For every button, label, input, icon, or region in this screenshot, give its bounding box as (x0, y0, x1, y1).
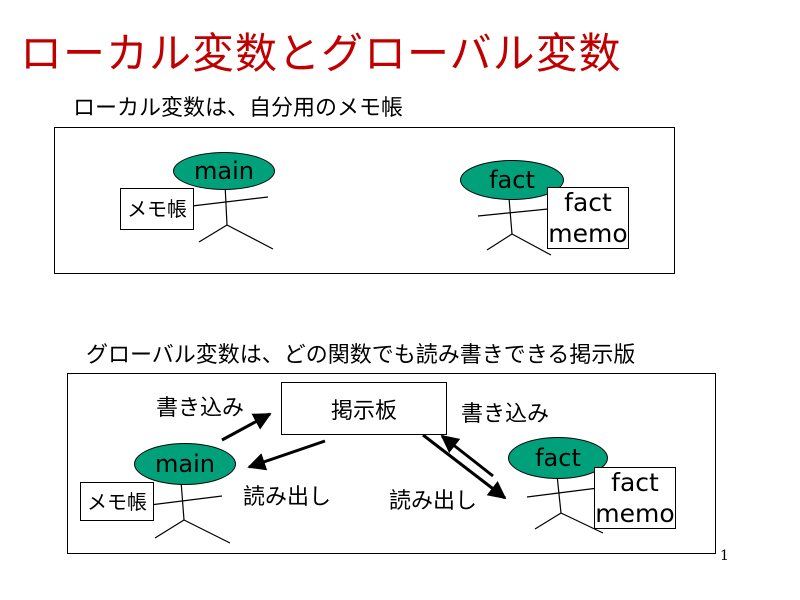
read-label-left: 読み出し (243, 485, 332, 510)
local-main-label: main (194, 157, 254, 185)
local-fact-memo-line1: fact (564, 187, 612, 217)
local-fact-memo-line2: memo (548, 219, 628, 248)
global-fact-memo: fact memo (594, 467, 676, 529)
global-main-memo-text: メモ帳 (87, 489, 147, 514)
global-main-head: main (134, 443, 236, 485)
bulletin-board: 掲示板 (281, 382, 447, 435)
global-main-memo: メモ帳 (80, 482, 154, 521)
arrow-write-right (440, 434, 494, 478)
global-main-figure (149, 480, 231, 544)
write-label-right: 書き込み (461, 402, 550, 427)
bulletin-board-label: 掲示板 (330, 398, 397, 424)
local-main-figure (191, 183, 274, 250)
read-label-right: 読み出し (389, 489, 478, 514)
global-caption: グローバル変数は、どの関数でも読み書きできる掲示版 (86, 343, 636, 368)
local-fact-figure (477, 197, 552, 256)
local-main-memo: メモ帳 (120, 188, 194, 230)
local-caption: ローカル変数は、自分用のメモ帳 (73, 96, 404, 121)
local-main-head: main (173, 152, 275, 190)
global-fact-memo-line1: fact (611, 467, 659, 497)
arrow-read-right (422, 433, 507, 500)
global-main-label: main (155, 450, 215, 478)
arrow-read-left (247, 439, 326, 471)
global-fact-memo-line2: memo (595, 499, 675, 528)
global-fact-head: fact (508, 437, 608, 479)
local-fact-head: fact (460, 160, 564, 200)
arrow-write-left (221, 412, 272, 442)
local-main-memo-text: メモ帳 (127, 197, 187, 221)
slide-title: ローカル変数とグローバル変数 (20, 29, 622, 78)
global-fact-figure (526, 474, 604, 534)
local-fact-label: fact (489, 166, 535, 194)
local-fact-memo: fact memo (547, 187, 629, 249)
write-label-left: 書き込み (156, 396, 245, 421)
global-fact-label: fact (535, 444, 581, 472)
page-number: 1 (720, 548, 729, 564)
